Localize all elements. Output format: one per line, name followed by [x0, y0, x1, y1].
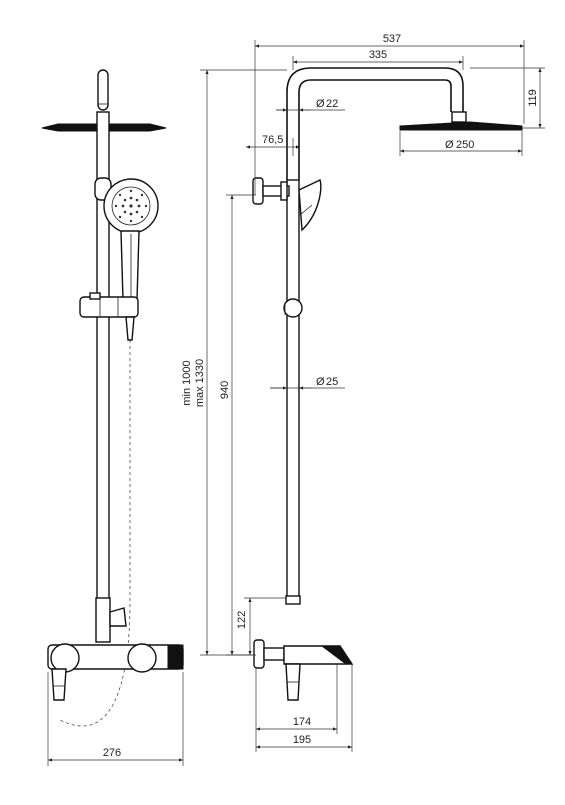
- shower-hose: [59, 340, 131, 727]
- dim-pipe-diameter-main: 25: [326, 376, 338, 388]
- top-cap: [97, 69, 109, 111]
- dim-height-max: max 1330: [194, 359, 206, 407]
- shower-nozzles: [114, 189, 148, 223]
- slider-holder: [79, 296, 139, 318]
- dim-mixer-height: 122: [236, 611, 248, 629]
- dim-height-min: min 1000: [181, 360, 193, 405]
- dim-rail-height: 940: [219, 381, 231, 399]
- diameter-symbol-head: Ø: [445, 139, 454, 151]
- side-main-pipe: [286, 179, 300, 599]
- diameter-symbol-main: Ø: [316, 376, 325, 388]
- diverter-lever: [51, 668, 67, 701]
- side-view: 537 335 119 Ø 22 76,5 Ø 250 Ø 25: [181, 33, 545, 752]
- side-knob-lower: [253, 639, 265, 669]
- side-knob-upper: [252, 177, 264, 205]
- diameter-symbol-top: Ø: [316, 98, 325, 110]
- side-slider-ball: [283, 298, 303, 318]
- dim-front-width: 276: [103, 747, 121, 759]
- front-view: 276: [41, 69, 184, 766]
- dim-total-depth: 195: [293, 734, 311, 746]
- dim-offset: 76,5: [262, 134, 283, 146]
- shower-arm: [286, 67, 464, 180]
- side-hand-shower: [298, 179, 322, 232]
- hand-shower-handle: [120, 230, 140, 301]
- dim-overall-width: 537: [383, 33, 401, 45]
- dim-pipe-diameter-top: 22: [326, 98, 338, 110]
- dim-spout-depth: 174: [293, 716, 311, 728]
- dim-arm-length: 335: [369, 49, 387, 61]
- dim-head-height: 119: [527, 89, 539, 107]
- dim-head-diameter: 250: [456, 139, 474, 151]
- side-shower-head: [399, 121, 523, 131]
